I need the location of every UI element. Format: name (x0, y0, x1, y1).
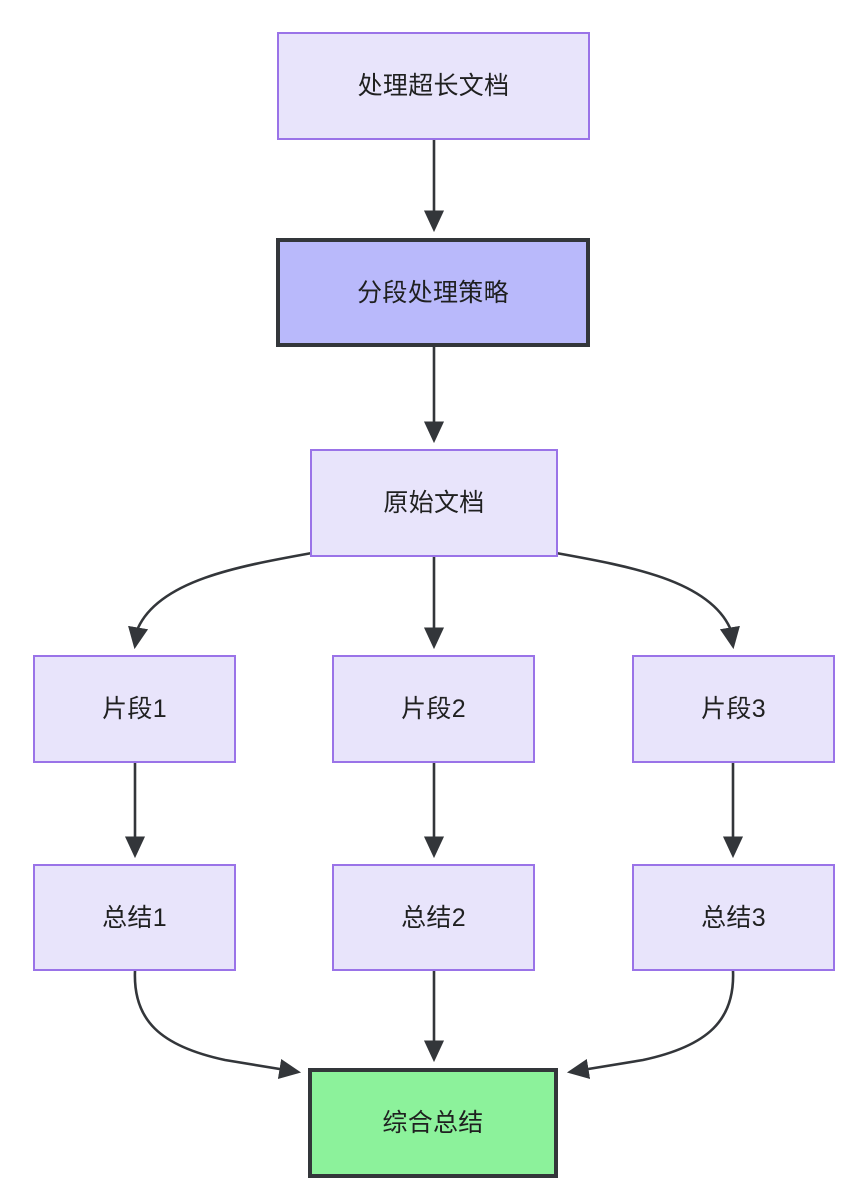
node-sum2[interactable]: 总结2 (332, 864, 535, 971)
node-chunk1[interactable]: 片段1 (33, 655, 236, 763)
node-root[interactable]: 处理超长文档 (277, 32, 590, 140)
edge-source-to-chunk3 (555, 551, 740, 650)
node-sum1[interactable]: 总结1 (33, 864, 236, 971)
edge-sum1-to-final (133, 970, 302, 1079)
node-source-label: 原始文档 (383, 489, 485, 517)
node-chunk2[interactable]: 片段2 (332, 655, 535, 763)
node-chunk2-label: 片段2 (401, 695, 466, 723)
node-strategy-label: 分段处理策略 (357, 278, 509, 307)
node-chunk3-label: 片段3 (701, 695, 766, 723)
node-source[interactable]: 原始文档 (310, 449, 558, 557)
node-final[interactable]: 综合总结 (308, 1068, 558, 1178)
node-sum3[interactable]: 总结3 (632, 864, 835, 971)
node-chunk3[interactable]: 片段3 (632, 655, 835, 763)
node-final-label: 综合总结 (382, 1109, 484, 1137)
node-strategy[interactable]: 分段处理策略 (276, 238, 590, 347)
node-root-label: 处理超长文档 (357, 72, 510, 100)
node-sum1-label: 总结1 (102, 903, 167, 932)
node-sum2-label: 总结2 (401, 903, 466, 932)
edge-source-to-chunk1 (128, 551, 313, 650)
edge-sum3-to-final (566, 970, 735, 1079)
node-chunk1-label: 片段1 (102, 695, 167, 723)
node-sum3-label: 总结3 (701, 903, 766, 932)
